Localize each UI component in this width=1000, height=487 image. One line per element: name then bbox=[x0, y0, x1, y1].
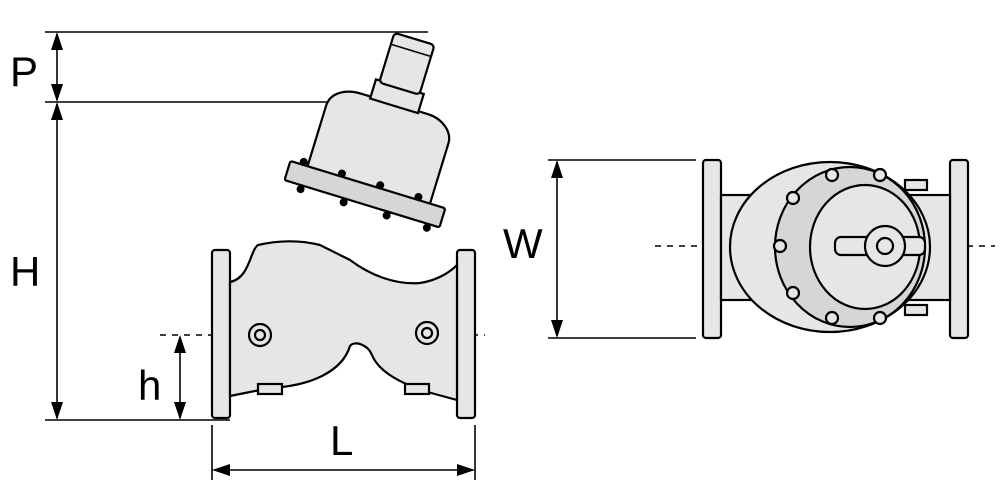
top-flange-right bbox=[948, 158, 970, 340]
label-length: L bbox=[330, 417, 353, 464]
label-width: W bbox=[503, 220, 543, 267]
actuator-ridge bbox=[390, 43, 432, 58]
valve-body bbox=[228, 240, 459, 402]
cover-bolt-6 bbox=[872, 167, 888, 183]
valve-bonnet bbox=[283, 32, 451, 232]
flange-bolt-3 bbox=[376, 181, 385, 190]
valve-side-view: P H h L bbox=[10, 31, 485, 480]
cover-bolt-3 bbox=[772, 238, 788, 254]
actuator-head bbox=[379, 32, 435, 95]
bonnet-flange bbox=[283, 160, 446, 229]
label-p: P bbox=[10, 48, 38, 95]
arrow-p-top bbox=[51, 32, 63, 50]
valve-top-view: W bbox=[503, 158, 995, 340]
arrow-h-bottom bbox=[51, 402, 63, 420]
arrow-l-right bbox=[457, 464, 475, 476]
flange-bolt-5 bbox=[296, 185, 305, 194]
body-bolt-right-inner bbox=[420, 326, 434, 340]
arrow-h-top bbox=[51, 102, 63, 120]
arrow-p-bottom bbox=[51, 84, 63, 102]
arrow-w-bottom bbox=[551, 320, 563, 338]
cover-bolt-2 bbox=[785, 190, 801, 206]
cover-bolt-5 bbox=[824, 310, 840, 326]
flange-bolt-8 bbox=[422, 223, 431, 232]
flange-bolt-7 bbox=[382, 211, 391, 220]
top-handle-center bbox=[875, 236, 895, 256]
flange-bolt-6 bbox=[339, 198, 348, 207]
cover-bolt-4 bbox=[785, 285, 801, 301]
cover-bolt-1 bbox=[824, 167, 840, 183]
top-side-lug-upper bbox=[903, 178, 929, 192]
arrow-h-axis-bottom bbox=[174, 402, 186, 420]
top-side-lug-lower bbox=[903, 303, 929, 317]
label-h-axis: h bbox=[138, 362, 161, 409]
top-flange-left bbox=[701, 158, 723, 340]
cover-bolt-7 bbox=[872, 310, 888, 326]
arrow-l-left bbox=[212, 464, 230, 476]
flange-bolt-1 bbox=[299, 157, 308, 166]
label-h-total: H bbox=[10, 248, 40, 295]
arrow-w-top bbox=[551, 160, 563, 178]
arrow-h-axis-top bbox=[174, 335, 186, 353]
valve-foot-right bbox=[403, 382, 431, 396]
flange-bolt-2 bbox=[337, 169, 346, 178]
flange-right bbox=[455, 248, 477, 420]
body-bolt-left-inner bbox=[253, 328, 267, 342]
flange-bolt-4 bbox=[414, 192, 423, 201]
flange-left bbox=[210, 248, 232, 420]
valve-foot-left bbox=[256, 382, 284, 396]
